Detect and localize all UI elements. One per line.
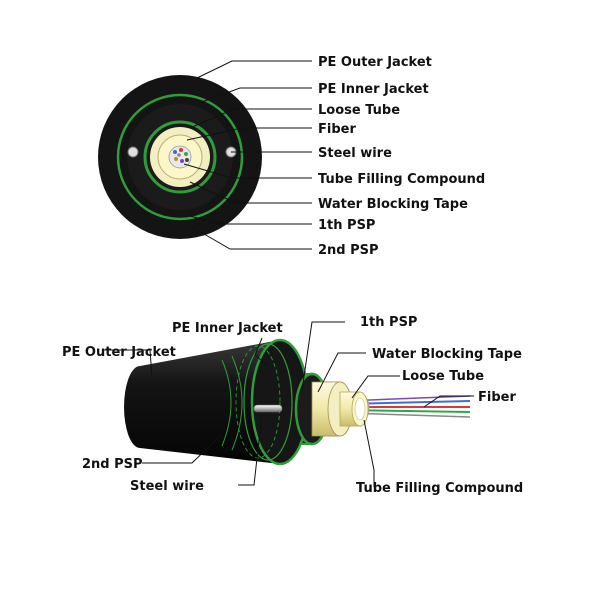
second-psp-edge <box>243 343 293 461</box>
steel-wire-left <box>127 146 139 158</box>
label-pe-outer-jacket: PE Outer Jacket <box>318 55 432 70</box>
steel-wire-rod <box>253 404 283 413</box>
label-pe-inner-jacket: PE Inner Jacket <box>318 82 429 97</box>
side-label-fiber: Fiber <box>478 390 516 405</box>
side-label-second-psp: 2nd PSP <box>82 457 143 472</box>
cross-section-view: PE Outer Jacket PE Inner Jacket Loose Tu… <box>98 55 485 258</box>
label-water-blocking-tape: Water Blocking Tape <box>318 197 468 212</box>
side-label-pe-inner-jacket: PE Inner Jacket <box>172 321 283 336</box>
side-label-water-blocking-tape: Water Blocking Tape <box>372 347 522 362</box>
label-steel-wire: Steel wire <box>318 146 392 161</box>
side-label-steel-wire: Steel wire <box>130 479 204 494</box>
side-label-pe-outer-jacket: PE Outer Jacket <box>62 345 176 360</box>
second-psp-ring <box>116 93 244 221</box>
label-first-psp: 1th PSP <box>318 218 375 233</box>
side-label-loose-tube: Loose Tube <box>402 369 484 384</box>
label-loose-tube: Loose Tube <box>318 103 400 118</box>
label-second-psp: 2nd PSP <box>318 243 379 258</box>
first-psp-ring <box>143 120 217 194</box>
side-view: PE Inner Jacket 1th PSP PE Outer Jacket … <box>62 315 523 496</box>
side-label-tube-filling-compound: Tube Filling Compound <box>356 481 523 496</box>
label-tube-filling-compound: Tube Filling Compound <box>318 172 485 187</box>
side-label-first-psp: 1th PSP <box>360 315 417 330</box>
label-fiber: Fiber <box>318 122 356 137</box>
fiber-dots <box>173 148 189 163</box>
